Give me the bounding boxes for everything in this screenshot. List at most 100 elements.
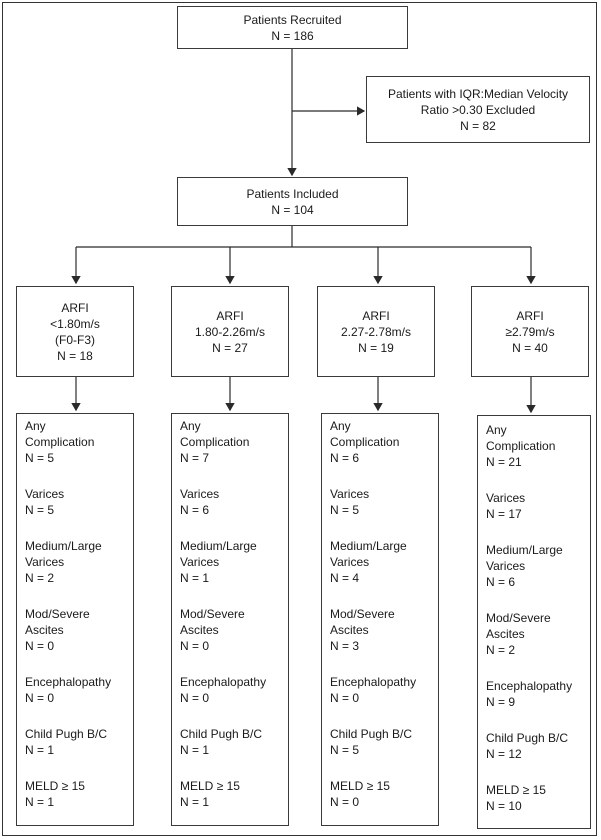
group-2-line: ARFI: [216, 308, 244, 323]
outcome-n: N = 5: [25, 503, 55, 517]
outcome-line: Complication: [25, 435, 95, 449]
outcome-line: Varices: [486, 559, 526, 573]
outcome-line: MELD ≥ 15: [330, 779, 390, 793]
outcome-medium-large-varices: Medium/Large Varices N = 6: [486, 542, 590, 590]
outcomes-group-1-box: Any Complication N = 5 Varices N = 5 Med…: [16, 413, 134, 826]
outcomes-group-2-box: Any Complication N = 7 Varices N = 6 Med…: [171, 413, 289, 826]
outcome-n: N = 1: [25, 743, 55, 757]
outcome-line: Any: [25, 419, 46, 433]
outcome-line: Mod/Severe: [180, 607, 245, 621]
outcome-n: N = 1: [25, 795, 55, 809]
outcome-any-complication: Any Complication N = 6: [330, 418, 438, 466]
outcome-varices: Varices N = 5: [25, 486, 133, 518]
outcome-line: Medium/Large: [486, 543, 563, 557]
included-n: N = 104: [271, 202, 314, 217]
outcome-n: N = 6: [330, 451, 360, 465]
group-4-line: ≥2.79m/s: [505, 324, 555, 339]
outcome-encephalopathy: Encephalopathy N = 0: [330, 674, 438, 706]
outcome-line: Varices: [25, 487, 65, 501]
outcome-line: Any: [330, 419, 351, 433]
outcome-n: N = 5: [330, 743, 360, 757]
recruited-box: Patients Recruited N = 186: [177, 6, 408, 49]
outcome-line: Varices: [180, 555, 220, 569]
outcome-n: N = 2: [486, 643, 516, 657]
outcome-line: Varices: [486, 491, 526, 505]
group-3-line: ARFI: [362, 308, 390, 323]
excluded-n: N = 82: [460, 118, 496, 133]
outcome-varices: Varices N = 5: [330, 486, 438, 518]
outcome-child-pugh: Child Pugh B/C N = 5: [330, 726, 438, 758]
arfi-group-1-box: ARFI <1.80m/s (F0-F3) N = 18: [16, 286, 134, 377]
outcome-n: N = 7: [180, 451, 210, 465]
group-3-line: 2.27-2.78m/s: [340, 324, 412, 339]
outcome-n: N = 1: [180, 743, 210, 757]
outcome-line: Encephalopathy: [330, 675, 417, 689]
outcome-n: N = 4: [330, 571, 360, 585]
outcome-any-complication: Any Complication N = 5: [25, 418, 133, 466]
outcome-varices: Varices N = 6: [180, 486, 288, 518]
outcome-line: MELD ≥ 15: [25, 779, 85, 793]
outcome-line: Medium/Large: [25, 539, 102, 553]
outcome-n: N = 21: [486, 455, 522, 469]
outcomes-group-4-box: Any Complication N = 21 Varices N = 17 M…: [477, 415, 591, 829]
group-2-line: 1.80-2.26m/s: [194, 324, 266, 339]
outcomes-group-3-box: Any Complication N = 6 Varices N = 5 Med…: [321, 413, 439, 826]
outcome-n: N = 0: [180, 639, 210, 653]
outcome-varices: Varices N = 17: [486, 490, 590, 522]
outcome-any-complication: Any Complication N = 21: [486, 422, 590, 470]
outcome-line: Mod/Severe: [486, 611, 551, 625]
outcome-any-complication: Any Complication N = 7: [180, 418, 288, 466]
outcome-child-pugh: Child Pugh B/C N = 1: [25, 726, 133, 758]
outcome-n: N = 0: [330, 795, 360, 809]
outcome-n: N = 0: [330, 691, 360, 705]
arfi-group-3-box: ARFI 2.27-2.78m/s N = 19: [317, 286, 435, 377]
outcome-child-pugh: Child Pugh B/C N = 1: [180, 726, 288, 758]
outcome-mod-severe-ascites: Mod/Severe Ascites N = 3: [330, 606, 438, 654]
included-label: Patients Included: [246, 186, 339, 201]
outcome-medium-large-varices: Medium/Large Varices N = 1: [180, 538, 288, 586]
outcome-n: N = 1: [180, 571, 210, 585]
included-box: Patients Included N = 104: [177, 177, 408, 226]
outcome-line: Complication: [330, 435, 400, 449]
outcome-meld: MELD ≥ 15 N = 1: [25, 778, 133, 810]
outcome-n: N = 5: [330, 503, 360, 517]
outcome-line: Encephalopathy: [486, 679, 573, 693]
outcome-line: Child Pugh B/C: [25, 727, 108, 741]
outcome-encephalopathy: Encephalopathy N = 9: [486, 678, 590, 710]
group-1-line: <1.80m/s: [50, 316, 100, 331]
outcome-n: N = 9: [486, 695, 516, 709]
outcome-n: N = 5: [25, 451, 55, 465]
outcome-line: Varices: [330, 555, 370, 569]
group-2-line: N = 27: [212, 340, 248, 355]
recruited-label: Patients Recruited: [243, 12, 342, 27]
outcome-n: N = 0: [25, 639, 55, 653]
outcome-line: Mod/Severe: [330, 607, 395, 621]
group-1-line: ARFI: [61, 300, 89, 315]
outcome-n: N = 1: [180, 795, 210, 809]
outcome-line: Complication: [180, 435, 250, 449]
outcome-line: Varices: [330, 487, 370, 501]
outcome-line: Complication: [486, 439, 556, 453]
outcome-line: Ascites: [486, 627, 525, 641]
outcome-n: N = 0: [25, 691, 55, 705]
outcome-mod-severe-ascites: Mod/Severe Ascites N = 0: [180, 606, 288, 654]
outcome-line: Encephalopathy: [25, 675, 112, 689]
recruited-n: N = 186: [271, 28, 314, 43]
outcome-meld: MELD ≥ 15 N = 0: [330, 778, 438, 810]
outcome-medium-large-varices: Medium/Large Varices N = 2: [25, 538, 133, 586]
outcome-line: Ascites: [330, 623, 369, 637]
outcome-encephalopathy: Encephalopathy N = 0: [180, 674, 288, 706]
outcome-line: Medium/Large: [180, 539, 257, 553]
arfi-group-4-box: ARFI ≥2.79m/s N = 40: [471, 286, 589, 377]
outcome-mod-severe-ascites: Mod/Severe Ascites N = 2: [486, 610, 590, 658]
group-4-line: N = 40: [512, 340, 548, 355]
outcome-line: MELD ≥ 15: [180, 779, 240, 793]
outcome-line: Varices: [180, 487, 220, 501]
outcome-line: Encephalopathy: [180, 675, 267, 689]
outcome-meld: MELD ≥ 15 N = 1: [180, 778, 288, 810]
outcome-n: N = 12: [486, 747, 522, 761]
group-1-line: (F0-F3): [55, 332, 95, 347]
excluded-box: Patients with IQR:Median Velocity Ratio …: [366, 76, 590, 143]
